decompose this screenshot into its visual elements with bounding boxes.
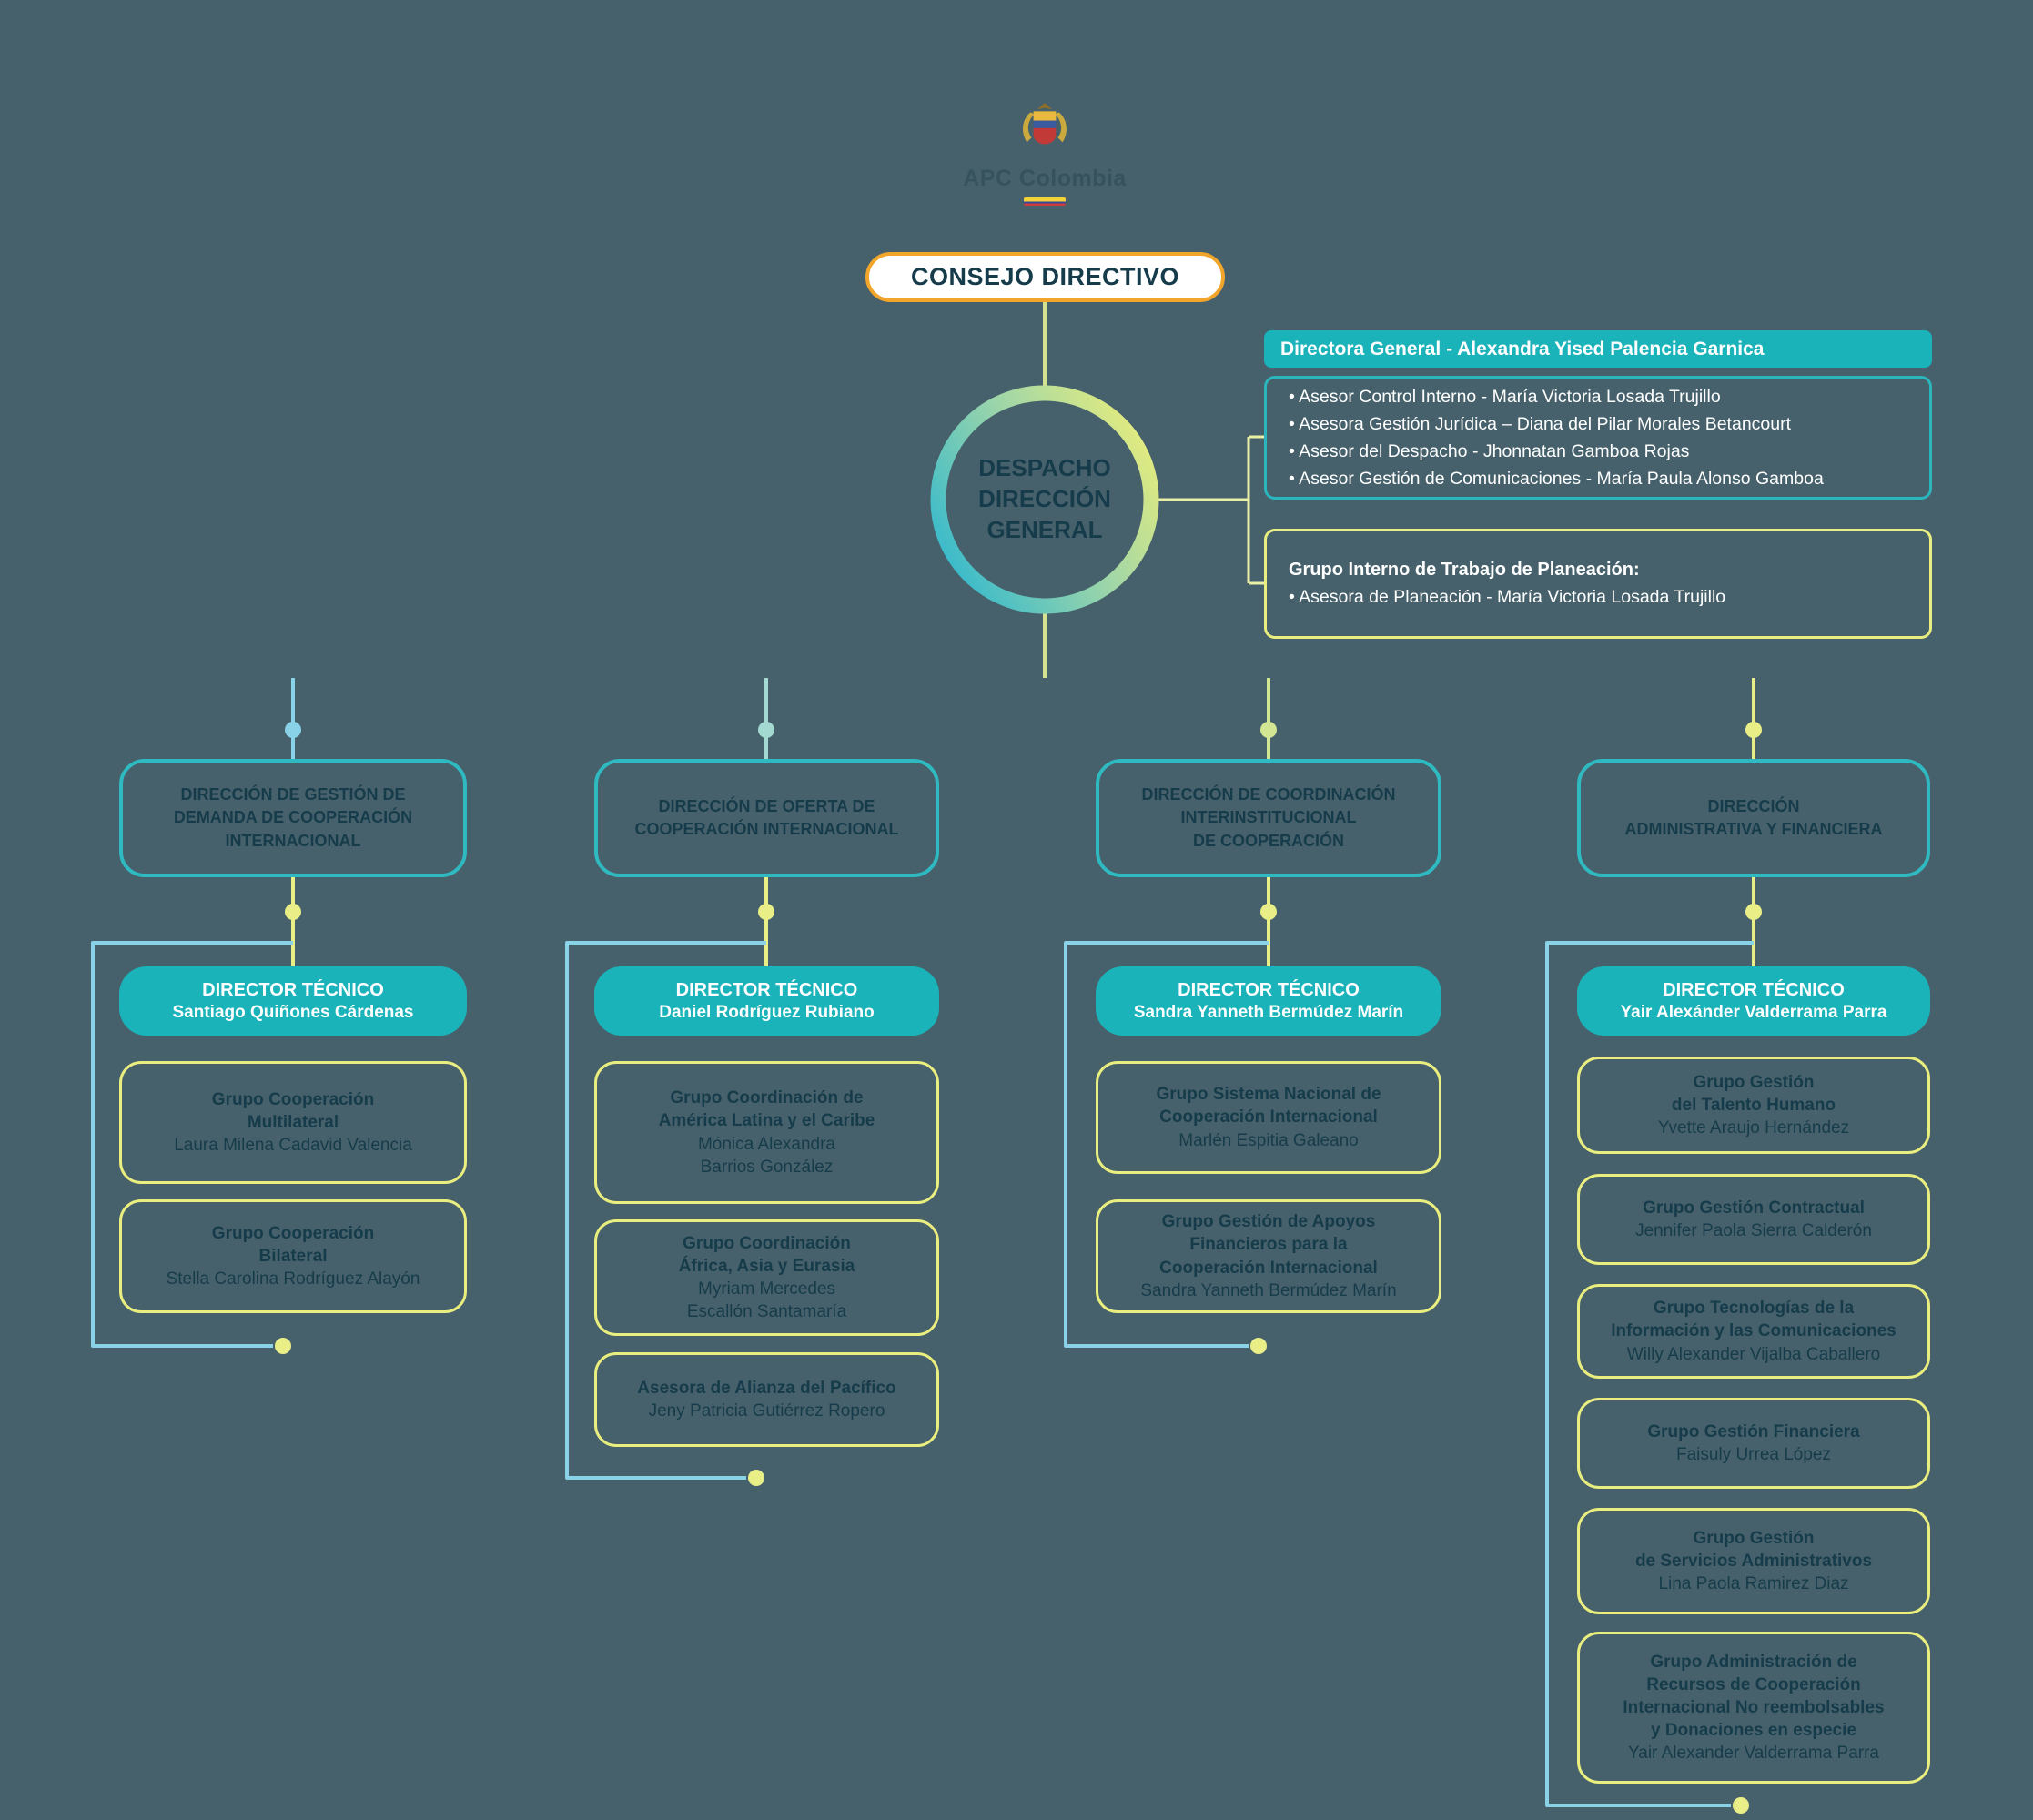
planeacion-title: Grupo Interno de Trabajo de Planeación: bbox=[1289, 560, 1640, 580]
colombia-flag-icon bbox=[1024, 197, 1066, 206]
director-box-coordinacion: DIRECTOR TÉCNICO Sandra Yanneth Bermúdez… bbox=[1096, 966, 1441, 1036]
group-box: Grupo Gestión Financiera Faisuly Urrea L… bbox=[1577, 1398, 1930, 1489]
group-name: Yair Alexander Valderrama Parra bbox=[1628, 1744, 1879, 1764]
group-title: Grupo Cooperación Multilateral bbox=[211, 1089, 375, 1132]
group-title: Grupo Coordinación de América Latina y e… bbox=[658, 1088, 875, 1131]
group-title: Grupo Tecnologías de la Información y la… bbox=[1611, 1299, 1896, 1341]
director-box-administrativa: DIRECTOR TÉCNICO Yair Alexánder Valderra… bbox=[1577, 966, 1930, 1036]
group-title: Grupo Gestión de Apoyos Financieros para… bbox=[1159, 1212, 1378, 1278]
director-name: Sandra Yanneth Bermúdez Marín bbox=[1133, 1002, 1404, 1022]
director-title: DIRECTOR TÉCNICO bbox=[1178, 979, 1360, 1000]
group-name: Willy Alexander Vijalba Caballero bbox=[1626, 1344, 1881, 1364]
planeacion-box: Grupo Interno de Trabajo de Planeación: … bbox=[1264, 529, 1932, 639]
coat-of-arms-icon bbox=[1023, 103, 1067, 145]
group-name: Jeny Patricia Gutiérrez Ropero bbox=[648, 1401, 885, 1421]
group-name: Mónica Alexandra Barrios González bbox=[697, 1134, 836, 1177]
group-name: Jennifer Paola Sierra Calderón bbox=[1635, 1221, 1872, 1240]
group-box: Grupo Sistema Nacional de Cooperación In… bbox=[1096, 1061, 1441, 1174]
logo-text: APC Colombia bbox=[963, 166, 1127, 191]
director-box-oferta: DIRECTOR TÉCNICO Daniel Rodríguez Rubian… bbox=[594, 966, 939, 1036]
group-name: Sandra Yanneth Bermúdez Marín bbox=[1140, 1280, 1397, 1300]
asesor-item: Asesor del Despacho - Jhonnatan Gamboa R… bbox=[1289, 441, 1907, 462]
group-box: Grupo Tecnologías de la Información y la… bbox=[1577, 1284, 1930, 1379]
group-title: Grupo Gestión Contractual bbox=[1643, 1198, 1865, 1218]
direction-box-demanda: DIRECCIÓN DE GESTIÓN DE DEMANDA DE COOPE… bbox=[119, 759, 467, 877]
group-title: Asesora de Alianza del Pacífico bbox=[637, 1378, 896, 1398]
asesor-item: Asesora Gestión Jurídica – Diana del Pil… bbox=[1289, 414, 1907, 435]
group-box: Grupo Administración de Recursos de Coop… bbox=[1577, 1632, 1930, 1784]
planeacion-item: Asesora de Planeación - María Victoria L… bbox=[1289, 587, 1907, 608]
apc-logo: APC Colombia bbox=[954, 102, 1136, 206]
group-name: Faisuly Urrea López bbox=[1675, 1445, 1832, 1464]
group-name: Laura Milena Cadavid Valencia bbox=[174, 1136, 412, 1156]
asesor-item: Asesor Control Interno - María Victoria … bbox=[1289, 387, 1907, 408]
group-box: Grupo Coordinación África, Asia y Eurasi… bbox=[594, 1219, 939, 1336]
group-box: Grupo Gestión del Talento Humano Yvette … bbox=[1577, 1057, 1930, 1154]
group-title: Grupo Administración de Recursos de Coop… bbox=[1623, 1652, 1885, 1741]
direction-box-coordinacion: DIRECCIÓN DE COORDINACIÓN INTERINSTITUCI… bbox=[1096, 759, 1441, 877]
group-box: Grupo Gestión de Apoyos Financieros para… bbox=[1096, 1199, 1441, 1313]
director-title: DIRECTOR TÉCNICO bbox=[202, 979, 384, 1000]
group-name: Yvette Araujo Hernández bbox=[1657, 1118, 1850, 1138]
asesores-box: Asesor Control Interno - María Victoria … bbox=[1264, 376, 1932, 500]
group-box: Grupo Gestión Contractual Jennifer Paola… bbox=[1577, 1174, 1930, 1265]
group-name: Lina Paola Ramirez Diaz bbox=[1658, 1574, 1849, 1594]
group-box: Grupo Gestión de Servicios Administrativ… bbox=[1577, 1508, 1930, 1614]
group-title: Grupo Sistema Nacional de Cooperación In… bbox=[1156, 1085, 1381, 1127]
group-title: Grupo Cooperación Bilateral bbox=[211, 1223, 375, 1266]
directora-general-bar: Directora General - Alexandra Yised Pale… bbox=[1264, 330, 1932, 368]
asesor-item: Asesor Gestión de Comunicaciones - María… bbox=[1289, 469, 1907, 490]
group-name: Marlén Espitia Galeano bbox=[1178, 1130, 1359, 1150]
group-box: Grupo Cooperación Bilateral Stella Carol… bbox=[119, 1199, 467, 1313]
direction-box-administrativa: DIRECCIÓN ADMINISTRATIVA Y FINANCIERA bbox=[1577, 759, 1930, 877]
director-title: DIRECTOR TÉCNICO bbox=[1663, 979, 1845, 1000]
director-box-demanda: DIRECTOR TÉCNICO Santiago Quiñones Cárde… bbox=[119, 966, 467, 1036]
group-box: Asesora de Alianza del Pacífico Jeny Pat… bbox=[594, 1352, 939, 1447]
group-title: Grupo Gestión del Talento Humano bbox=[1671, 1072, 1836, 1115]
group-name: Myriam Mercedes Escallón Santamaría bbox=[686, 1279, 847, 1322]
direction-box-oferta: DIRECCIÓN DE OFERTA DE COOPERACIÓN INTER… bbox=[594, 759, 939, 877]
consejo-directivo-box: CONSEJO DIRECTIVO bbox=[865, 252, 1225, 302]
group-title: Grupo Gestión de Servicios Administrativ… bbox=[1634, 1528, 1873, 1571]
group-title: Grupo Gestión Financiera bbox=[1647, 1421, 1860, 1441]
group-box: Grupo Cooperación Multilateral Laura Mil… bbox=[119, 1061, 467, 1184]
group-box: Grupo Coordinación de América Latina y e… bbox=[594, 1061, 939, 1204]
director-name: Yair Alexánder Valderrama Parra bbox=[1620, 1002, 1887, 1022]
group-name: Stella Carolina Rodríguez Alayón bbox=[166, 1269, 420, 1289]
director-name: Daniel Rodríguez Rubiano bbox=[659, 1002, 875, 1022]
group-title: Grupo Coordinación África, Asia y Eurasi… bbox=[678, 1233, 855, 1276]
director-title: DIRECTOR TÉCNICO bbox=[675, 979, 858, 1000]
despacho-label: DESPACHO DIRECCIÓN GENERAL bbox=[978, 454, 1111, 543]
director-name: Santiago Quiñones Cárdenas bbox=[172, 1002, 414, 1022]
